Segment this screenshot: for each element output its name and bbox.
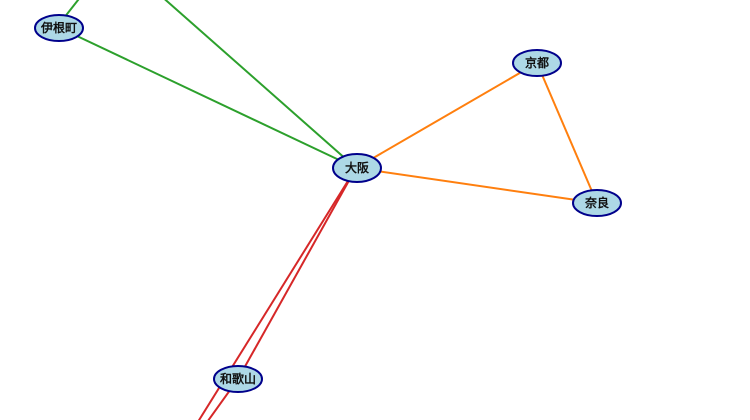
node-wakayama[interactable]: 和歌山: [213, 365, 263, 393]
node-label-wakayama: 和歌山: [219, 371, 256, 386]
edge-osaka-kyoto: [355, 62, 538, 169]
node-osaka[interactable]: 大阪: [332, 153, 382, 183]
node-label-osaka: 大阪: [345, 160, 370, 175]
node-label-kyoto: 京都: [525, 55, 549, 70]
node-nara[interactable]: 奈良: [572, 189, 622, 217]
node-label-ine: 伊根町: [40, 20, 77, 35]
node-kyoto[interactable]: 京都: [512, 49, 562, 77]
edge-osaka-wakayama-a: [237, 167, 357, 380]
edge-kyoto-nara: [536, 62, 598, 204]
edge-osaka-nara: [355, 167, 598, 204]
node-ine[interactable]: 伊根町: [34, 14, 84, 42]
edge-offscreen-osaka: [164, 0, 357, 169]
edge-ine-osaka: [59, 27, 357, 169]
node-label-nara: 奈良: [584, 195, 609, 210]
